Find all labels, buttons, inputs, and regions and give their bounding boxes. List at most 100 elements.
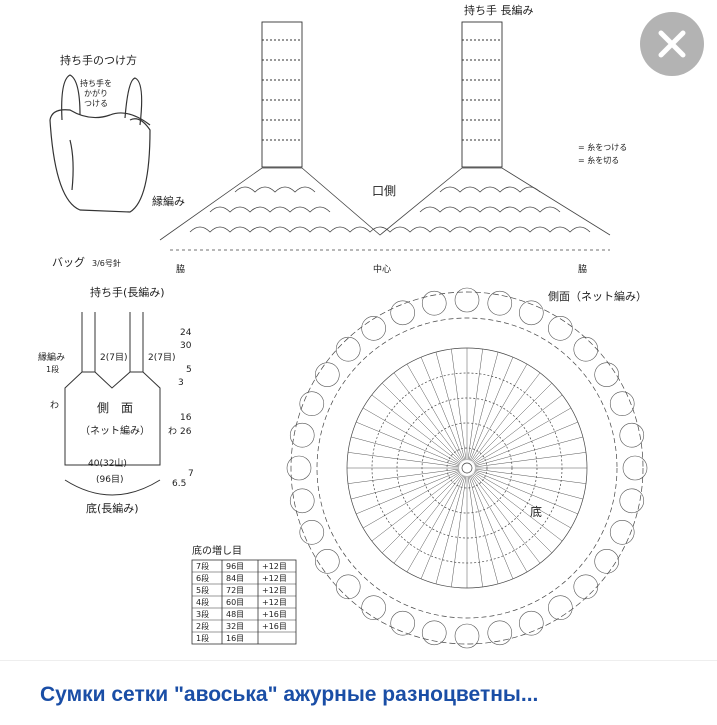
scallop: [335, 336, 361, 362]
scallop: [390, 300, 416, 326]
dim-16: 16: [180, 413, 192, 423]
table-cell: 4段: [196, 597, 209, 607]
spoke: [474, 452, 587, 468]
scallop: [421, 290, 447, 316]
scallop: [594, 549, 619, 574]
label-side-left: 脇: [176, 264, 185, 275]
spoke: [393, 474, 463, 564]
table-cell: +12目: [262, 586, 287, 595]
label-bottom-long: 底(長編み): [86, 501, 139, 515]
spoke: [469, 475, 514, 579]
label-bag: バッグ: [52, 255, 85, 269]
spoke: [472, 473, 553, 554]
bag-illustration: [49, 74, 151, 213]
spoke: [351, 436, 460, 467]
spoke: [362, 407, 461, 465]
label-wa-right: わ: [168, 426, 177, 437]
label-width-40: 40(32山): [88, 458, 127, 469]
scallop: [594, 362, 619, 387]
label-row1: 1段: [46, 364, 59, 374]
table-cell: 2段: [196, 621, 209, 631]
spoke: [473, 407, 572, 465]
scallop: [289, 422, 315, 448]
table-cell: 3段: [196, 609, 209, 619]
round-bottom-diagram: [290, 291, 644, 645]
spoke: [451, 475, 467, 588]
table-cell: 7段: [196, 561, 209, 571]
label-edge-stitch: 縁編み: [152, 194, 185, 208]
spoke: [471, 474, 541, 564]
label-center: 中心: [373, 263, 391, 275]
scallop: [573, 574, 599, 600]
label-wa-left: わ: [50, 400, 59, 411]
dim-3: 3: [178, 378, 184, 388]
spoke: [406, 363, 464, 462]
note-1: 持ち手を: [80, 78, 112, 88]
legend-cut: = 糸を切る: [578, 155, 619, 165]
table-cell: 96目: [226, 562, 244, 571]
label-mouth-side: 口側: [372, 184, 396, 198]
label-width-96: (96目): [96, 474, 123, 485]
scallop: [518, 300, 544, 326]
scallop: [548, 316, 573, 341]
scallop: [548, 595, 573, 620]
dim-30: 30: [180, 341, 192, 351]
spoke: [406, 474, 464, 573]
label-net-stitch: （ネット編み）: [80, 424, 150, 437]
spoke: [371, 472, 461, 542]
spoke: [381, 382, 462, 463]
spoke: [474, 470, 578, 515]
label-side-panel: 側 面: [97, 401, 133, 415]
spoke: [356, 470, 460, 515]
image-caption-bar[interactable]: Сумки сетки "авоська" ажурные разноцветн…: [0, 660, 717, 725]
scallop: [487, 290, 513, 316]
table-cell: 48目: [226, 610, 244, 619]
spoke: [371, 394, 461, 464]
spoke: [472, 382, 553, 463]
scallop: [390, 610, 416, 636]
scallop: [609, 391, 635, 417]
spoke: [474, 468, 587, 484]
spoke: [468, 352, 499, 461]
scallop: [299, 391, 325, 417]
spoke: [435, 352, 466, 461]
spoke: [347, 452, 460, 468]
scallop: [286, 455, 312, 481]
spoke: [468, 475, 499, 584]
table-cell: +12目: [262, 562, 287, 571]
crochet-diagram-image: 持ち手のつけ方 持ち手を かがり つける バッグ 3/6号針 持ち手 長編み: [38, 3, 704, 649]
scallop: [361, 595, 386, 620]
table-cell: 1段: [196, 633, 209, 643]
spoke: [435, 475, 466, 584]
spoke: [469, 357, 514, 461]
scallop: [361, 316, 386, 341]
image-caption-title[interactable]: Сумки сетки "авоська" ажурные разноцветн…: [40, 683, 539, 706]
spoke: [362, 471, 461, 529]
handle-columns: [261, 21, 503, 168]
dim-7: 7: [188, 469, 194, 479]
scallop: [573, 336, 599, 362]
scallop: [487, 620, 513, 646]
close-button[interactable]: [640, 12, 704, 76]
note-3: つける: [84, 99, 108, 108]
label-handle-top: 持ち手 長編み: [464, 3, 534, 17]
label-side-net: 側面（ネット編み）: [548, 289, 647, 303]
table-title: 底の増し目: [192, 544, 242, 557]
close-x-icon: [658, 30, 686, 58]
spoke: [473, 394, 563, 464]
scallop: [289, 488, 315, 514]
spoke: [474, 436, 583, 467]
dim-6-5: 6.5: [172, 479, 186, 489]
label-two-rows-left: 2(7目): [100, 352, 127, 363]
table-cell: 72目: [226, 586, 244, 595]
label-edge-left: 縁編み: [38, 351, 65, 363]
spoke: [471, 372, 541, 462]
spoke: [420, 475, 465, 579]
spoke: [351, 469, 460, 500]
label-side-right: 脇: [578, 264, 587, 275]
table-cell: +16目: [262, 610, 287, 619]
dim-26: 26: [180, 427, 192, 437]
spoke: [473, 472, 563, 542]
scallop: [609, 519, 635, 545]
